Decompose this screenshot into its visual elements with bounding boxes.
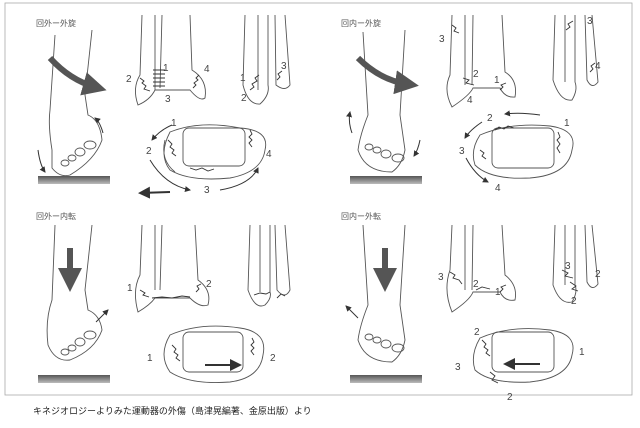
front-view-bones [135, 14, 206, 106]
rotation-arrow-icon [355, 55, 419, 95]
label: 3 [281, 61, 287, 72]
label: 2 [270, 353, 276, 364]
label: 3 [565, 261, 571, 272]
panel-supination-external-rotation: 回外ー外旋 1 2 [36, 14, 291, 199]
label: 2 [474, 327, 480, 338]
ground-bar [38, 375, 110, 383]
label: 3 [438, 272, 444, 283]
label: 4 [266, 149, 272, 160]
label: 2 [241, 93, 247, 104]
label: 2 [507, 392, 513, 403]
front-view-bones [446, 224, 516, 313]
panel-title: 回外ー外旋 [36, 18, 76, 28]
label: 4 [495, 183, 501, 194]
label: 1 [494, 75, 500, 86]
label: 1 [564, 118, 570, 129]
label: 4 [467, 95, 473, 106]
figure-caption: キネジオロジーよりみた運動器の外傷（島津晃編著、金原出版）より [33, 405, 312, 417]
label: 1 [495, 287, 501, 298]
label: 2 [473, 69, 479, 80]
panel-title: 回内ー外旋 [341, 18, 381, 28]
axial-view-bones [472, 328, 574, 384]
panel-supination-adduction: 回外ー内転 1 2 1 2 [36, 211, 291, 383]
figure-border [4, 2, 633, 396]
label: 1 [163, 63, 169, 74]
label: 2 [473, 279, 479, 290]
label: 1 [240, 73, 246, 84]
label: 3 [439, 34, 445, 45]
label: 3 [587, 16, 593, 27]
label: 4 [204, 64, 210, 75]
ground-bar [350, 176, 422, 184]
panel-pronation-external-rotation: 回内ー外旋 3 2 1 4 3 4 [341, 14, 601, 194]
foot-drawing [345, 224, 422, 383]
side-view-bones [247, 224, 291, 307]
label: 3 [165, 94, 171, 105]
label: 1 [147, 353, 153, 364]
foot-drawing [38, 224, 110, 383]
foot-drawing [37, 29, 110, 184]
foot-drawing [346, 29, 422, 184]
rotation-arrow-icon [47, 55, 107, 96]
label: 1 [171, 118, 177, 129]
label: 2 [487, 113, 493, 124]
side-view-bones [552, 14, 599, 101]
panel-title: 回外ー内転 [36, 211, 76, 221]
label: 3 [455, 362, 461, 373]
panel-title: 回内ー外転 [341, 211, 381, 221]
axial-view-bones [464, 110, 574, 183]
label: 1 [579, 347, 585, 358]
label: 2 [595, 269, 601, 280]
side-view-bones [242, 14, 291, 105]
label: 3 [459, 146, 465, 157]
side-view-bones [552, 224, 599, 303]
label: 1 [127, 283, 133, 294]
label: 2 [206, 279, 212, 290]
ground-bar [38, 176, 110, 184]
label: 3 [204, 185, 210, 196]
axial-view-bones [138, 124, 267, 199]
axial-view-bones [163, 325, 265, 383]
label: 2 [126, 74, 132, 85]
ground-bar [350, 375, 422, 383]
label: 2 [146, 146, 152, 157]
panel-pronation-abduction: 回内ー外転 3 2 1 3 2 2 2 3 1 [341, 211, 601, 403]
front-view-bones [135, 224, 210, 313]
label: 4 [595, 61, 601, 72]
label: 2 [571, 296, 577, 307]
front-view-bones [446, 14, 516, 108]
